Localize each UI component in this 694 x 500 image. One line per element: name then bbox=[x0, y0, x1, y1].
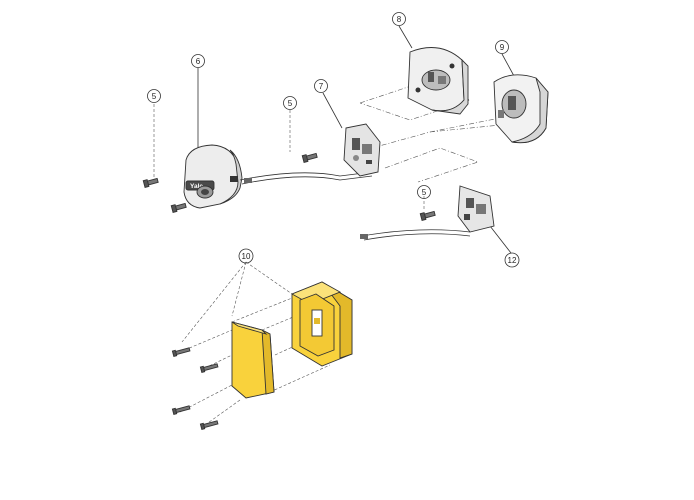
screw-part-5-middle bbox=[301, 152, 318, 163]
svg-text:5: 5 bbox=[288, 99, 293, 108]
yale-logo-text: Yale bbox=[190, 183, 203, 190]
callout-5-right: 5 bbox=[417, 185, 431, 199]
assembly-guide-lines bbox=[153, 82, 501, 426]
cover-part-6: Yale bbox=[183, 144, 243, 209]
callout-7: 7 bbox=[314, 79, 328, 93]
callout-leaders bbox=[197, 25, 515, 254]
callout-10: 10 bbox=[238, 248, 254, 264]
back-plate-part-8 bbox=[407, 47, 469, 115]
screw-part-5-left bbox=[142, 177, 187, 213]
callout-9: 9 bbox=[495, 40, 509, 54]
housing-screws bbox=[171, 347, 219, 431]
svg-text:5: 5 bbox=[152, 92, 157, 101]
svg-text:8: 8 bbox=[397, 15, 402, 24]
svg-text:5: 5 bbox=[422, 188, 427, 197]
housing-box-part-10 bbox=[290, 281, 353, 367]
svg-text:6: 6 bbox=[196, 57, 201, 66]
callout-6: 6 bbox=[191, 54, 205, 68]
callout-12: 12 bbox=[504, 252, 520, 268]
circuit-board-part-7 bbox=[343, 123, 381, 177]
screw-part-5-right bbox=[419, 210, 436, 221]
callout-8: 8 bbox=[392, 12, 406, 26]
back-cup-part-9 bbox=[493, 74, 549, 144]
circuit-board-part-12 bbox=[457, 185, 495, 233]
callout-5-left: 5 bbox=[147, 89, 161, 103]
svg-text:9: 9 bbox=[500, 43, 505, 52]
callout-5-middle: 5 bbox=[283, 96, 297, 110]
callouts: 5 6 5 7 8 9 5 12 bbox=[147, 12, 520, 268]
svg-text:12: 12 bbox=[508, 256, 517, 265]
svg-text:10: 10 bbox=[242, 252, 251, 261]
housing-lid-part-10 bbox=[231, 321, 275, 399]
wire-cable-lower bbox=[360, 229, 471, 241]
svg-text:7: 7 bbox=[319, 82, 324, 91]
wire-cable-upper bbox=[239, 171, 373, 185]
